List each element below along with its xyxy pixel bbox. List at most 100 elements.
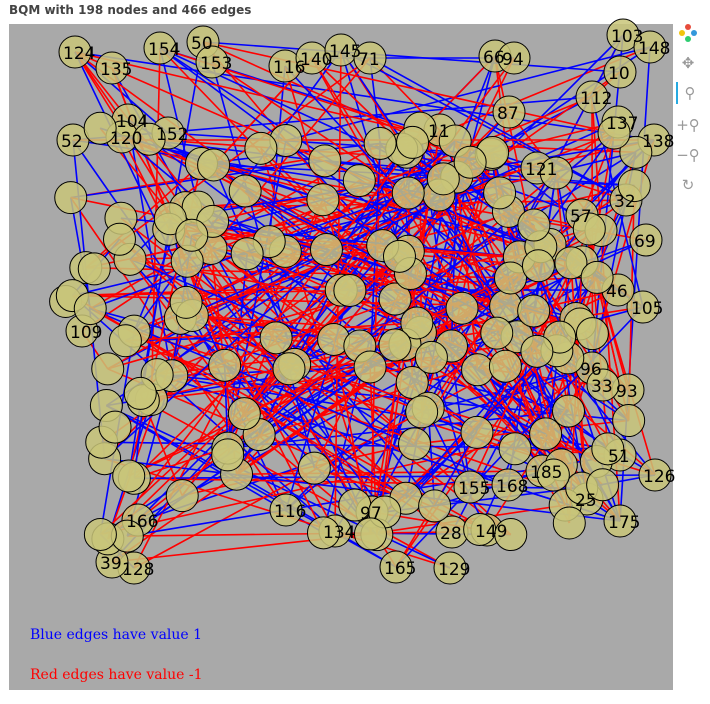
node[interactable] [379, 329, 411, 361]
node-label: 148 [638, 39, 670, 59]
node-label: 175 [608, 513, 640, 533]
node[interactable] [343, 165, 375, 197]
node-label: 166 [126, 512, 158, 532]
pan-icon[interactable]: ✥ [676, 52, 700, 74]
node[interactable] [383, 240, 415, 272]
node-label: 153 [200, 54, 232, 74]
node[interactable] [78, 253, 110, 285]
node[interactable] [260, 322, 292, 354]
node[interactable] [399, 428, 431, 460]
node-label: 33 [591, 377, 613, 397]
node[interactable] [166, 480, 198, 512]
node[interactable] [462, 354, 494, 386]
reset-icon[interactable]: ↻ [676, 174, 700, 196]
node-label: 87 [497, 104, 519, 124]
node[interactable] [170, 286, 202, 318]
node[interactable] [553, 395, 585, 427]
node-label: 51 [608, 447, 630, 467]
node-label: 154 [148, 40, 180, 60]
node[interactable] [228, 398, 260, 430]
node[interactable] [494, 262, 526, 294]
node-label: 39 [100, 554, 122, 574]
node[interactable] [84, 518, 116, 550]
node[interactable] [74, 293, 106, 325]
node[interactable] [209, 349, 241, 381]
node-label: 134 [323, 523, 355, 543]
node-label: 149 [475, 522, 507, 542]
node[interactable] [212, 439, 244, 471]
node-label: 94 [502, 50, 524, 70]
node[interactable] [392, 177, 424, 209]
node[interactable] [406, 396, 438, 428]
node-label: 10 [608, 64, 630, 84]
node[interactable] [489, 350, 521, 382]
node[interactable] [109, 325, 141, 357]
node[interactable] [310, 234, 342, 266]
node-label: 105 [631, 299, 663, 319]
annotation-red-edges: Red edges have value -1 [30, 667, 203, 683]
node[interactable] [518, 209, 550, 241]
node-label: 112 [580, 89, 612, 109]
node[interactable] [499, 433, 531, 465]
node[interactable] [245, 132, 277, 164]
node[interactable] [113, 460, 145, 492]
annotation-blue-edges: Blue edges have value 1 [30, 627, 202, 643]
node[interactable] [446, 292, 478, 324]
zoom-out-icon[interactable]: −⚲ [676, 144, 700, 166]
node[interactable] [309, 145, 341, 177]
node[interactable] [298, 452, 330, 484]
node[interactable] [521, 335, 553, 367]
node-label: 145 [329, 42, 361, 62]
node-label: 120 [110, 129, 142, 149]
node-label: 93 [616, 382, 638, 402]
node[interactable] [103, 223, 135, 255]
node[interactable] [229, 175, 261, 207]
node[interactable] [481, 317, 513, 349]
node-label: 128 [122, 560, 154, 580]
node[interactable] [427, 163, 459, 195]
node[interactable] [354, 351, 386, 383]
node-label: 28 [440, 524, 462, 544]
bokeh-logo-icon[interactable] [676, 22, 700, 44]
node-label: 52 [61, 132, 83, 152]
node[interactable] [198, 149, 230, 181]
node[interactable] [415, 341, 447, 373]
node[interactable] [553, 507, 585, 539]
node-label: 168 [496, 477, 528, 497]
node[interactable] [124, 377, 156, 409]
node-label: 135 [100, 60, 132, 80]
zoom-in-icon[interactable]: +⚲ [676, 114, 700, 136]
node-label: 97 [360, 504, 382, 524]
node[interactable] [397, 126, 429, 158]
node[interactable] [55, 182, 87, 214]
node-label: 69 [634, 232, 656, 252]
node-label: 138 [642, 132, 674, 152]
node[interactable] [364, 127, 396, 159]
node-label: 185 [530, 463, 562, 483]
node[interactable] [454, 146, 486, 178]
bokeh-logo-icon [678, 23, 698, 43]
node-label: 124 [63, 44, 95, 64]
node[interactable] [522, 250, 554, 282]
node-label: 116 [274, 502, 306, 522]
node[interactable] [518, 295, 550, 327]
node-label: 155 [458, 479, 490, 499]
node[interactable] [576, 318, 608, 350]
node[interactable] [613, 405, 645, 437]
node[interactable] [92, 353, 124, 385]
node[interactable] [273, 353, 305, 385]
node[interactable] [484, 177, 516, 209]
wheel-zoom-icon[interactable]: ⚲ [676, 82, 702, 104]
node-label: 140 [300, 50, 332, 70]
node-label: 126 [643, 467, 675, 487]
node[interactable] [461, 416, 493, 448]
node[interactable] [307, 184, 339, 216]
node[interactable] [176, 219, 208, 251]
node[interactable] [99, 411, 131, 443]
node[interactable] [231, 238, 263, 270]
node-label: 11 [428, 122, 450, 142]
node[interactable] [334, 274, 366, 306]
node[interactable] [419, 490, 451, 522]
node-label: 46 [606, 282, 628, 302]
